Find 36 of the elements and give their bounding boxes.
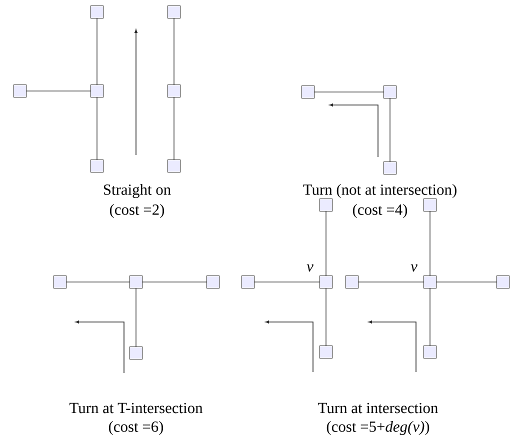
node-square: [423, 345, 437, 359]
connector-line: [26, 90, 91, 92]
node-square: [90, 84, 104, 98]
node-square: [53, 275, 67, 289]
caption: (cost =6): [108, 421, 164, 435]
node-square: [167, 159, 181, 173]
node-square: [167, 84, 181, 98]
node-square: [167, 5, 181, 19]
caption: (cost =5+deg(v)): [326, 421, 430, 435]
caption: Turn at T-intersection: [70, 402, 203, 414]
node-square: [13, 84, 27, 98]
node-square: [129, 346, 143, 360]
caption: Turn (not at intersection): [303, 184, 456, 198]
node-square: [423, 275, 437, 289]
connector-line: [96, 97, 98, 160]
node-square: [301, 85, 315, 99]
node-square: [206, 275, 220, 289]
caption: Turn at intersection: [318, 402, 438, 414]
node-square: [383, 85, 397, 99]
node-square: [90, 159, 104, 173]
node-square: [383, 161, 397, 175]
vertex-label: v: [306, 264, 314, 272]
node-square: [129, 275, 143, 289]
node-square: [345, 275, 359, 289]
node-square: [319, 345, 333, 359]
node-square: [241, 275, 255, 289]
node-square: [319, 275, 333, 289]
caption: Straight on: [104, 184, 171, 198]
connector-line: [96, 18, 98, 85]
caption: (cost =2): [110, 204, 164, 218]
vertex-label: v: [410, 264, 418, 272]
node-square: [423, 198, 437, 212]
node-square: [90, 5, 104, 19]
node-square: [496, 275, 510, 289]
node-square: [319, 198, 333, 212]
caption: (cost =4): [352, 204, 408, 218]
